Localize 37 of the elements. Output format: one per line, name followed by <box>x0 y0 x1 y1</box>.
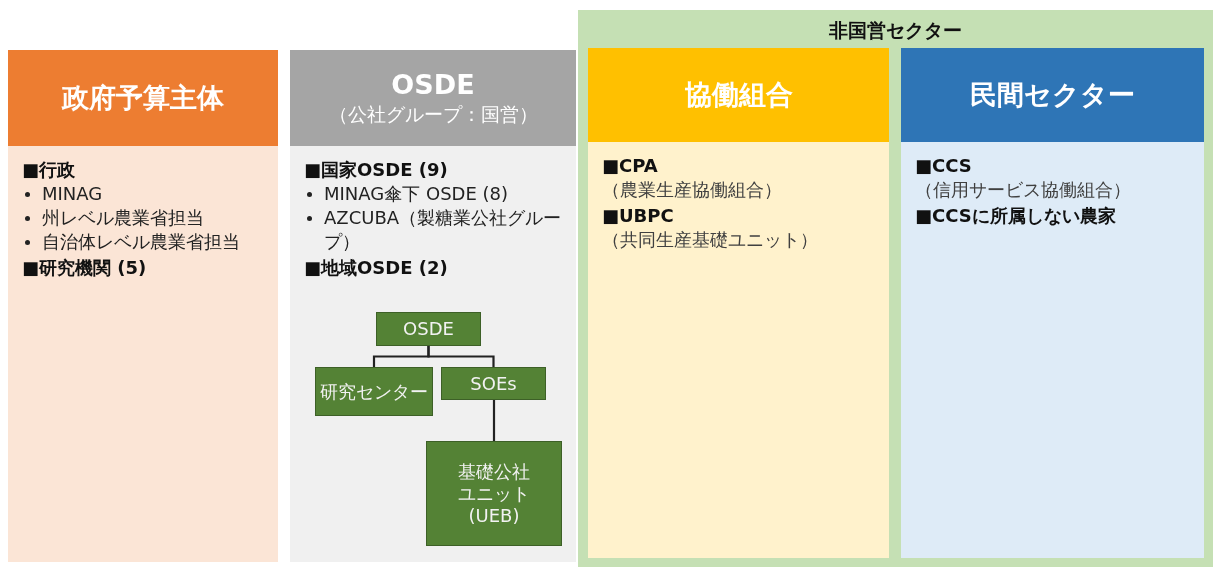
section-heading: ■UBPC <box>602 204 675 228</box>
org-box-label: OSDE <box>403 318 454 340</box>
list-item: 州レベル農業省担当 <box>22 206 270 230</box>
section-heading: ■研究機関 (5) <box>22 256 148 280</box>
description-text: （信用サービス協働組合） <box>915 178 1132 202</box>
connector-line <box>427 346 495 367</box>
section-heading: ■CPA <box>602 154 659 178</box>
column-title: OSDE <box>391 68 475 100</box>
section-heading: ■CCSに所属しない農家 <box>915 204 1117 228</box>
column-title: 協働組合 <box>684 78 793 112</box>
description-text: （共同生産基礎ユニット） <box>602 228 819 252</box>
org-box-label: 基礎公社ユニット (UEB) <box>457 460 531 527</box>
section-heading: ■国家OSDE (9) <box>304 158 449 182</box>
description-text: （農業生産協働組合） <box>602 178 783 202</box>
org-box <box>441 367 546 400</box>
section-heading: ■地域OSDE (2) <box>304 256 449 280</box>
column-panel <box>8 50 278 562</box>
column-panel <box>901 48 1204 558</box>
list-item: AZCUBA（製糖業公社グループ） <box>304 206 568 254</box>
group-band <box>578 10 1213 567</box>
org-box-label: SOEs <box>470 372 517 395</box>
column-panel <box>588 48 889 558</box>
section-heading: ■行政 <box>22 158 76 182</box>
org-box-label: 研究センター <box>320 380 428 403</box>
list-item: MINAG傘下 OSDE (8) <box>304 182 568 206</box>
org-box <box>376 312 481 346</box>
org-box <box>426 441 562 546</box>
list-item: 自治体レベル農業省担当 <box>22 230 270 254</box>
column-panel <box>290 50 576 562</box>
section-heading: ■CCS <box>915 154 973 178</box>
org-box <box>315 367 433 416</box>
list-item: MINAG <box>22 182 270 206</box>
column-subtitle: （公社グループ：国営） <box>328 101 538 127</box>
column-title: 政府予算主体 <box>62 81 224 115</box>
connector-line <box>492 400 496 441</box>
column-title: 民間セクター <box>970 78 1135 112</box>
band-title: 非国営セクター <box>828 18 963 43</box>
